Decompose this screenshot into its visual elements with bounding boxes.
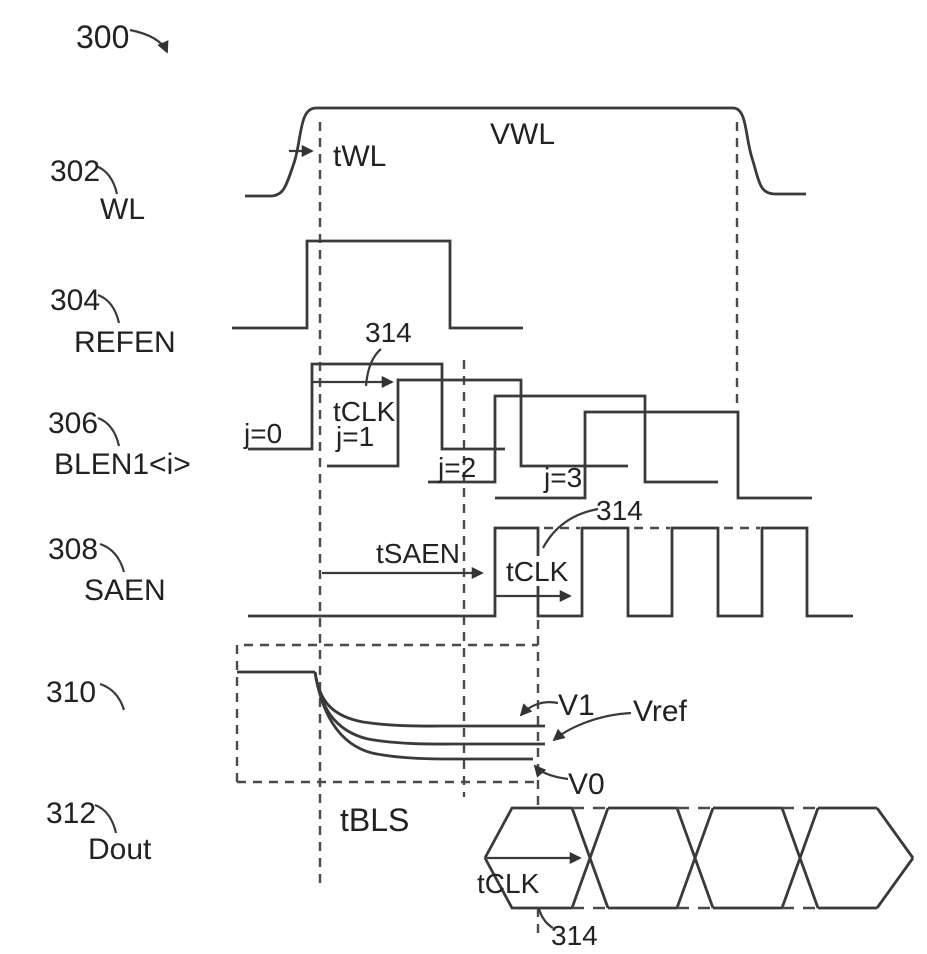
- vref-pointer: [552, 711, 632, 742]
- blen-314-label: 314: [365, 317, 412, 348]
- saen-314-pointer: [542, 507, 599, 549]
- saen-tclk-label: tCLK: [506, 556, 569, 587]
- bitline-curve-vref: [313, 671, 545, 746]
- blen-j2-label: j=2: [437, 452, 476, 483]
- dout-ref-leader: [94, 803, 118, 834]
- v1-label: V1: [558, 689, 595, 722]
- v1-pointer: [519, 701, 559, 717]
- saen-ref-leader: [99, 542, 126, 573]
- saen-314-label: 314: [596, 495, 643, 526]
- blen-j3-label: j=3: [543, 462, 582, 493]
- blen-pulse-j3: [495, 410, 812, 500]
- v0-pointer: [533, 764, 569, 781]
- dout-signal-name: Dout: [88, 833, 152, 866]
- twl-label: tWL: [333, 140, 386, 173]
- vwl-label: VWL: [490, 118, 555, 151]
- dout-eye-diagram: [483, 806, 915, 910]
- refen-signal-name: REFEN: [74, 326, 176, 359]
- blen-pulse-j1: [327, 378, 628, 468]
- figure-number: 300: [76, 19, 129, 55]
- tbls-label: tBLS: [340, 802, 409, 838]
- bitline-curve-v1: [313, 671, 545, 728]
- saen-tclk-label-mask: [502, 556, 574, 586]
- wl-waveform: [245, 106, 806, 198]
- fig-ref-arrow: [129, 28, 169, 54]
- refen-ref-leader: [97, 293, 121, 324]
- blen-ref-number: 306: [48, 407, 98, 440]
- dout-314-label: 314: [551, 920, 598, 951]
- dout-314-pointer: [537, 908, 554, 929]
- bitline-ref-number: 310: [46, 676, 96, 709]
- blen-signal-name: BLEN1<i>: [54, 448, 191, 481]
- tbls-box-top-left: [235, 643, 538, 782]
- blen-ref-leader: [97, 416, 121, 447]
- vref-label: Vref: [633, 695, 688, 728]
- tsaen-label: tSAEN: [376, 538, 460, 569]
- dout-tclk-label: tCLK: [477, 868, 540, 899]
- saen-waveform: [248, 526, 853, 618]
- wl-signal-name: WL: [100, 193, 145, 226]
- saen-ref-number: 308: [48, 533, 98, 566]
- refen-ref-number: 304: [50, 284, 100, 317]
- blen-314-pointer: [364, 348, 382, 387]
- bl-ref-leader: [99, 682, 126, 711]
- blen-pulse-j2: [428, 394, 718, 484]
- bitline-curve-v0: [313, 671, 533, 761]
- wl-ref-leader: [95, 164, 119, 195]
- saen-signal-name: SAEN: [84, 574, 166, 607]
- wl-ref-number: 302: [50, 155, 100, 188]
- refen-waveform: [232, 239, 523, 330]
- blen-tclk-label: tCLK: [333, 396, 396, 427]
- blen-pulse-j0: [248, 362, 505, 451]
- blen-j1-label: j=1: [335, 421, 374, 452]
- dout-ref-number: 312: [46, 797, 96, 830]
- v0-label: V0: [568, 768, 605, 801]
- blen-j0-label: j=0: [243, 418, 282, 449]
